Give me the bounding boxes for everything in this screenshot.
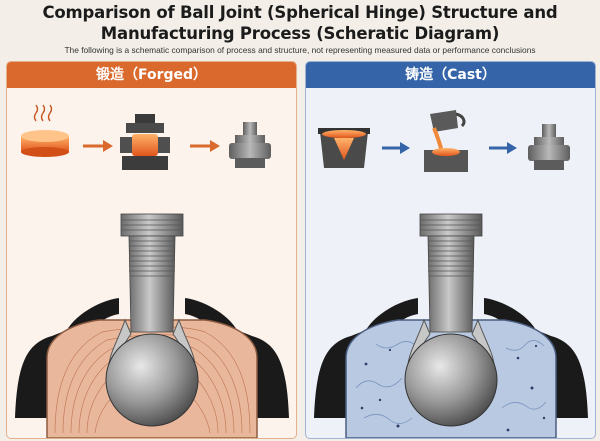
- forged-panel: 锻造（Forged）: [6, 61, 297, 439]
- forged-diagram: [15, 104, 289, 438]
- arrow-right-icon: [489, 142, 517, 154]
- heated-billet-icon: [21, 130, 69, 157]
- finished-part-icon: [229, 122, 271, 168]
- arrow-right-icon: [382, 142, 410, 154]
- forged-panel-header: 锻造（Forged）: [7, 62, 296, 88]
- ladle-pouring-icon: [424, 110, 468, 172]
- page-subtitle: The following is a schematic comparison …: [64, 45, 536, 55]
- cast-panel: 铸造（Cast）: [305, 61, 596, 439]
- cast-panel-header: 铸造（Cast）: [306, 62, 595, 88]
- arrow-right-icon: [190, 140, 220, 152]
- cast-diagram: [314, 110, 588, 438]
- finished-part-icon: [528, 124, 570, 170]
- heat-wave-icon: [33, 104, 53, 122]
- page-title-line-1: Comparison of Ball Joint (Spherical Hing…: [42, 3, 558, 22]
- page-title-line-2: Manufacturing Process (Scheratic Diagram…: [100, 24, 500, 43]
- ball-joint-cross-section: [15, 213, 289, 438]
- ball-joint-cross-section: [314, 213, 588, 438]
- forging-die-icon: [120, 114, 170, 170]
- arrow-right-icon: [83, 140, 113, 152]
- crucible-icon: [318, 128, 370, 168]
